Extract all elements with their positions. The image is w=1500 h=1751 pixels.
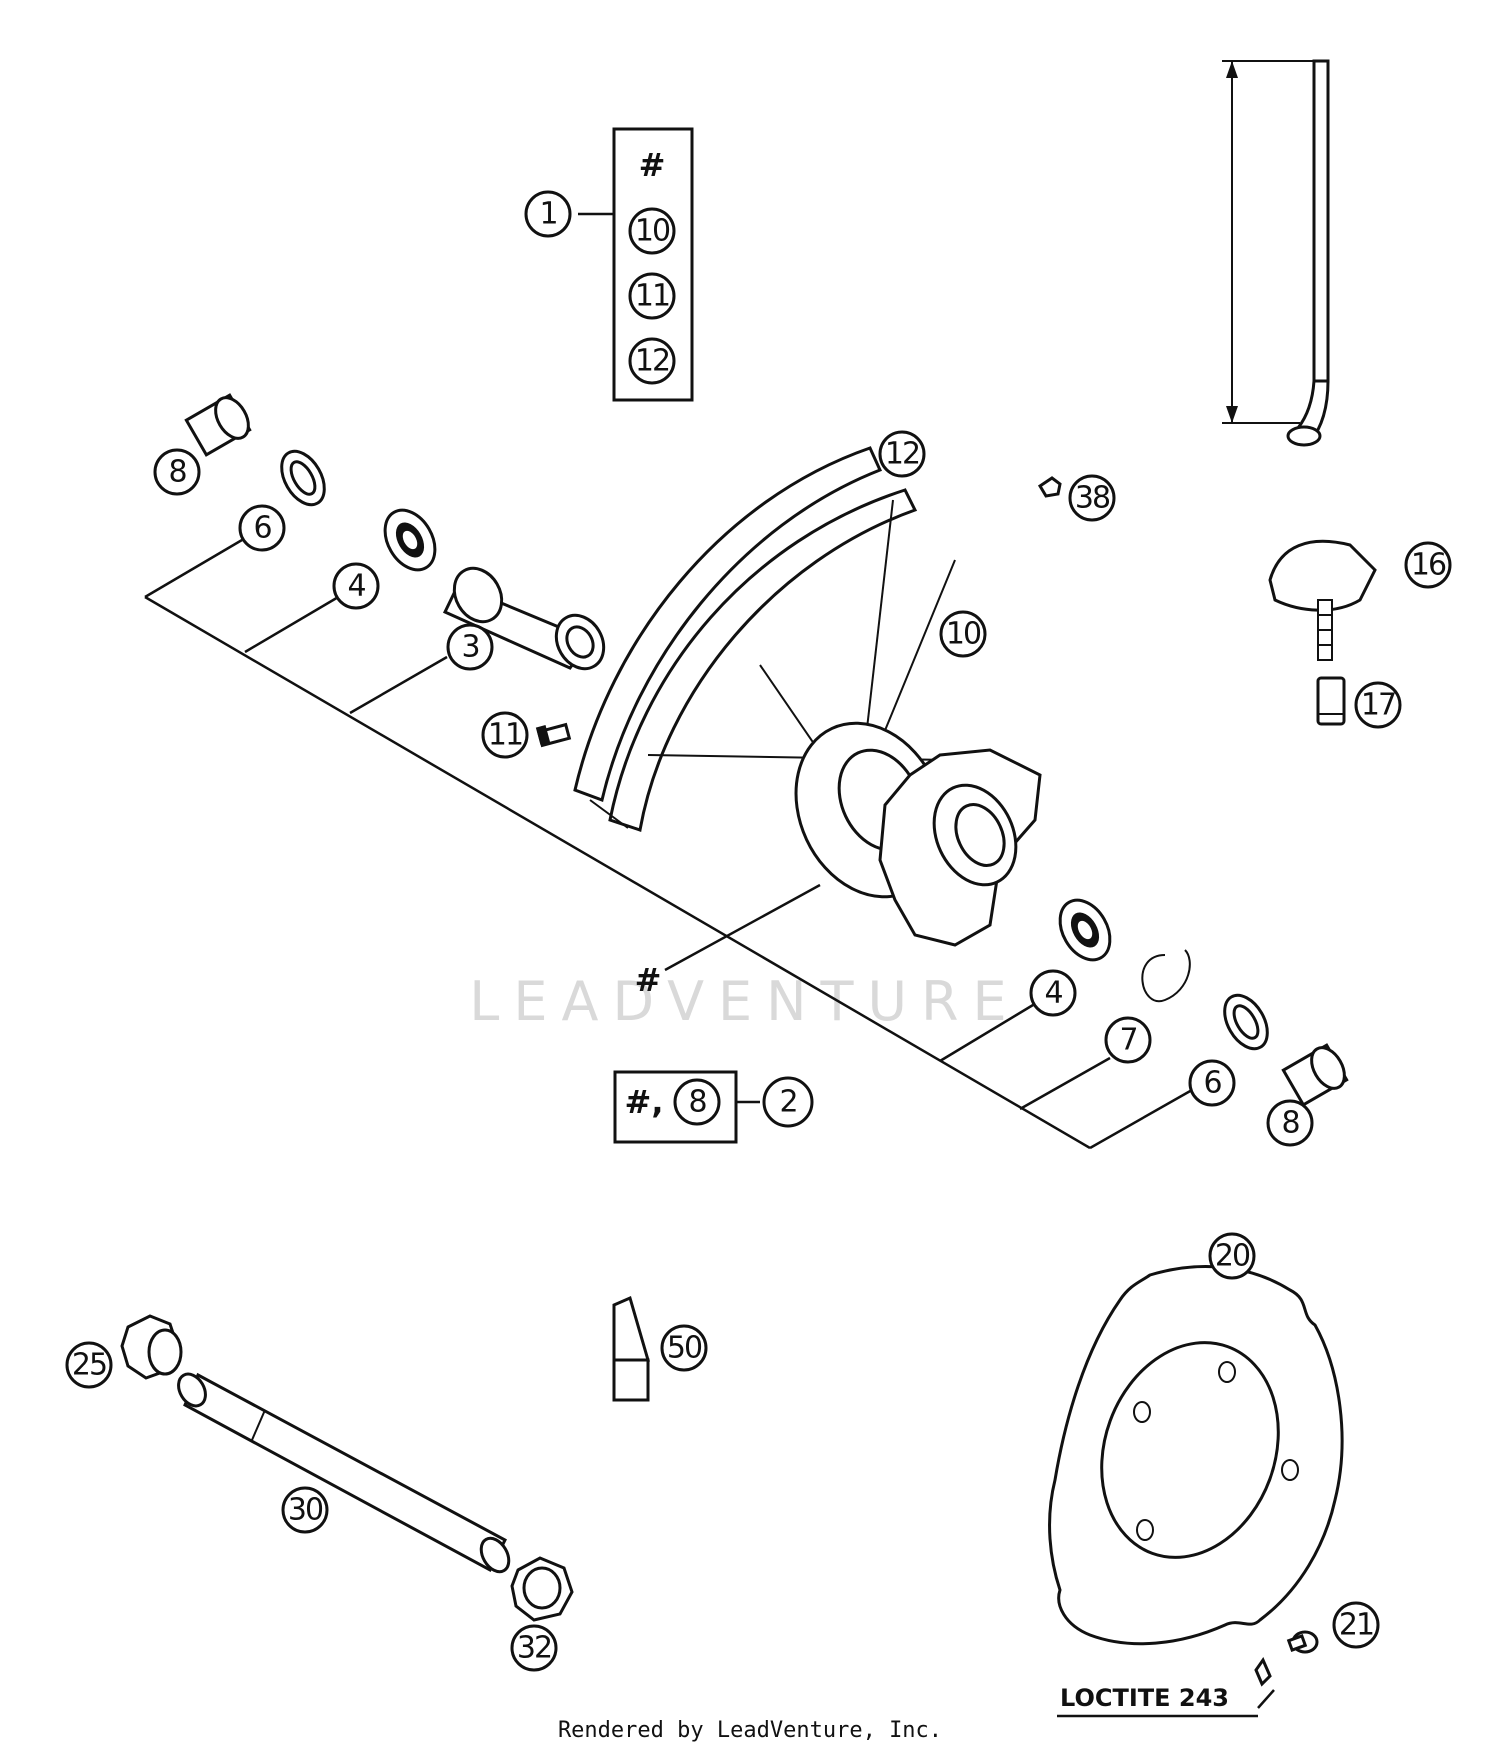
- callout-7: 7: [1104, 1016, 1152, 1064]
- group-box-2-ref: 8: [673, 1078, 721, 1126]
- svg-text:50: 50: [667, 1331, 702, 1366]
- svg-text:8: 8: [1281, 1106, 1299, 1141]
- callout-25: 25: [65, 1341, 113, 1389]
- callout-38: 38: [1068, 474, 1116, 522]
- svg-text:20: 20: [1215, 1239, 1250, 1274]
- axle-part: [177, 1372, 511, 1574]
- svg-text:7: 7: [1119, 1023, 1136, 1058]
- svg-text:10: 10: [635, 214, 670, 249]
- svg-text:1: 1: [539, 197, 556, 232]
- svg-text:12: 12: [635, 344, 669, 379]
- footer-credit: Rendered by LeadVenture, Inc.: [557, 1718, 943, 1743]
- plug-part: [1037, 476, 1062, 498]
- circlip-part: [1141, 949, 1191, 1003]
- callout-17: 17: [1354, 681, 1402, 729]
- svg-text:16: 16: [1411, 548, 1446, 583]
- callout-21: 21: [1332, 1601, 1380, 1649]
- bearing-bottom: [1058, 898, 1112, 962]
- svg-text:2: 2: [779, 1085, 796, 1120]
- seal-top: [280, 449, 326, 507]
- callout-3: 3: [446, 623, 494, 671]
- svg-text:4: 4: [347, 569, 365, 604]
- tool-part: [612, 1295, 650, 1402]
- callout-8-bottom: 8: [1266, 1099, 1314, 1147]
- svg-text:25: 25: [72, 1348, 106, 1383]
- callout-11-nipple: 11: [481, 711, 529, 759]
- seal-bottom: [1223, 993, 1269, 1051]
- svg-text:6: 6: [1203, 1066, 1221, 1101]
- svg-text:11: 11: [488, 718, 522, 753]
- hash-symbol-hub: #: [635, 961, 662, 999]
- svg-text:38: 38: [1075, 481, 1110, 516]
- callout-20: 20: [1208, 1232, 1256, 1280]
- svg-text:6: 6: [253, 511, 271, 546]
- hash-symbol-group: #: [639, 146, 666, 184]
- svg-text:11: 11: [635, 279, 669, 314]
- spoke-part: [1222, 59, 1330, 447]
- leader-lines: [144, 212, 1275, 1709]
- callout-6-bottom: 6: [1188, 1059, 1236, 1107]
- bolt-21-part: [1254, 1630, 1319, 1687]
- group-box-2-label: #,: [625, 1083, 664, 1121]
- svg-text:21: 21: [1339, 1608, 1373, 1643]
- svg-text:10: 10: [946, 617, 981, 652]
- callout-10-spoke: 10: [939, 610, 987, 658]
- svg-text:3: 3: [461, 630, 478, 665]
- nipple-part: [535, 722, 572, 748]
- callout-12-rim: 12: [878, 430, 926, 478]
- svg-text:17: 17: [1361, 688, 1395, 723]
- callout-32: 32: [510, 1624, 558, 1672]
- svg-text:32: 32: [517, 1631, 551, 1666]
- svg-text:4: 4: [1044, 976, 1062, 1011]
- callout-2: 2: [762, 1076, 814, 1128]
- nut-17-part: [1316, 676, 1346, 726]
- brake-disc-part: [1048, 1265, 1344, 1646]
- callout-4-bottom: 4: [1029, 969, 1077, 1017]
- svg-text:8: 8: [688, 1085, 706, 1120]
- axle-nut-25-part: [120, 1314, 183, 1380]
- callout-8-top: 8: [153, 448, 201, 496]
- rim-lock-part: [1268, 539, 1377, 661]
- spacer-tube: [442, 566, 606, 671]
- bushing-bottom: [1281, 1043, 1349, 1107]
- bearing-top: [383, 508, 437, 572]
- hub-part: [647, 499, 1042, 947]
- callout-10-group: 10: [628, 207, 676, 255]
- svg-text:12: 12: [885, 437, 919, 472]
- callout-6-top: 6: [238, 504, 286, 552]
- svg-text:30: 30: [288, 1493, 323, 1528]
- axle-nut-32-part: [510, 1556, 574, 1622]
- bushing-top: [184, 393, 252, 457]
- svg-text:8: 8: [168, 455, 186, 490]
- rim-part: [573, 446, 918, 832]
- loctite-note: LOCTITE 243: [1060, 1684, 1229, 1712]
- callout-1: 1: [524, 190, 572, 238]
- watermark-text: LEADVENTURE: [469, 970, 1020, 1033]
- callout-50: 50: [660, 1324, 708, 1372]
- callout-30: 30: [281, 1486, 329, 1534]
- callout-11-group: 11: [628, 272, 676, 320]
- callout-12-group: 12: [628, 337, 676, 385]
- callout-16: 16: [1404, 541, 1452, 589]
- callout-4-top: 4: [332, 562, 380, 610]
